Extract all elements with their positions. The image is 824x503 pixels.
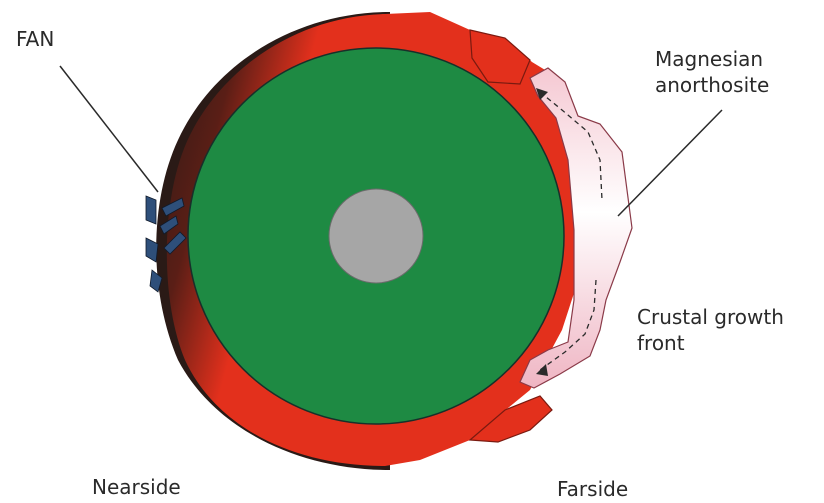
nearside-label: Nearside xyxy=(92,474,181,500)
magnesian-anorthosite-label: Magnesian anorthosite xyxy=(655,46,769,98)
fan-mark-4 xyxy=(146,238,158,262)
core xyxy=(329,189,423,283)
crustal-label-line1: Crustal growth xyxy=(637,304,784,330)
farside-label: Farside xyxy=(557,476,628,502)
fan-label: FAN xyxy=(16,26,54,52)
fan-leader-line xyxy=(60,66,158,192)
crustal-growth-front-label: Crustal growth front xyxy=(637,304,784,356)
fan-mark-1 xyxy=(146,196,156,224)
magnesian-leader-line xyxy=(618,110,722,216)
magnesian-label-line2: anorthosite xyxy=(655,72,769,98)
magnesian-label-line1: Magnesian xyxy=(655,46,769,72)
crustal-label-line2: front xyxy=(637,330,784,356)
